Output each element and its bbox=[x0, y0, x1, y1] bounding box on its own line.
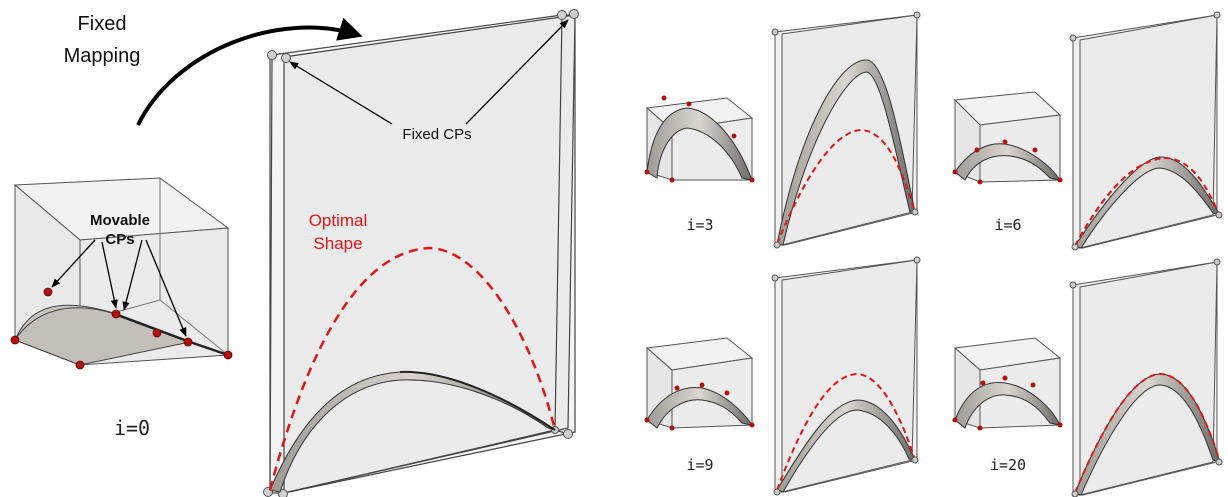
iteration-i20 bbox=[952, 258, 1223, 497]
iteration-label-i6: i=6 bbox=[994, 216, 1021, 234]
fixed-mapping-label-line1: Fixed bbox=[78, 13, 127, 35]
physical-panel-main bbox=[263, 9, 579, 497]
fixed-mapping-label-line2: Mapping bbox=[64, 45, 141, 67]
iteration-i3 bbox=[644, 11, 921, 249]
fixed-cps-label: Fixed CPs bbox=[402, 126, 471, 143]
iteration-label-i0: i=0 bbox=[114, 416, 150, 440]
movable-cps-label-line2: CPs bbox=[105, 231, 134, 248]
movable-cps-label-line1: Movable bbox=[90, 212, 150, 229]
optimal-shape-label-line2: Shape bbox=[313, 234, 362, 253]
iteration-label-i9: i=9 bbox=[686, 456, 713, 474]
iteration-i6 bbox=[952, 11, 1223, 251]
parametric-cube-i0 bbox=[10, 177, 233, 370]
iteration-label-i3: i=3 bbox=[686, 216, 713, 234]
iteration-i9 bbox=[644, 256, 921, 496]
optimal-shape-label-line1: Optimal bbox=[309, 211, 368, 230]
fixed-mapping-arrow bbox=[136, 17, 363, 126]
iteration-label-i20: i=20 bbox=[990, 456, 1026, 474]
